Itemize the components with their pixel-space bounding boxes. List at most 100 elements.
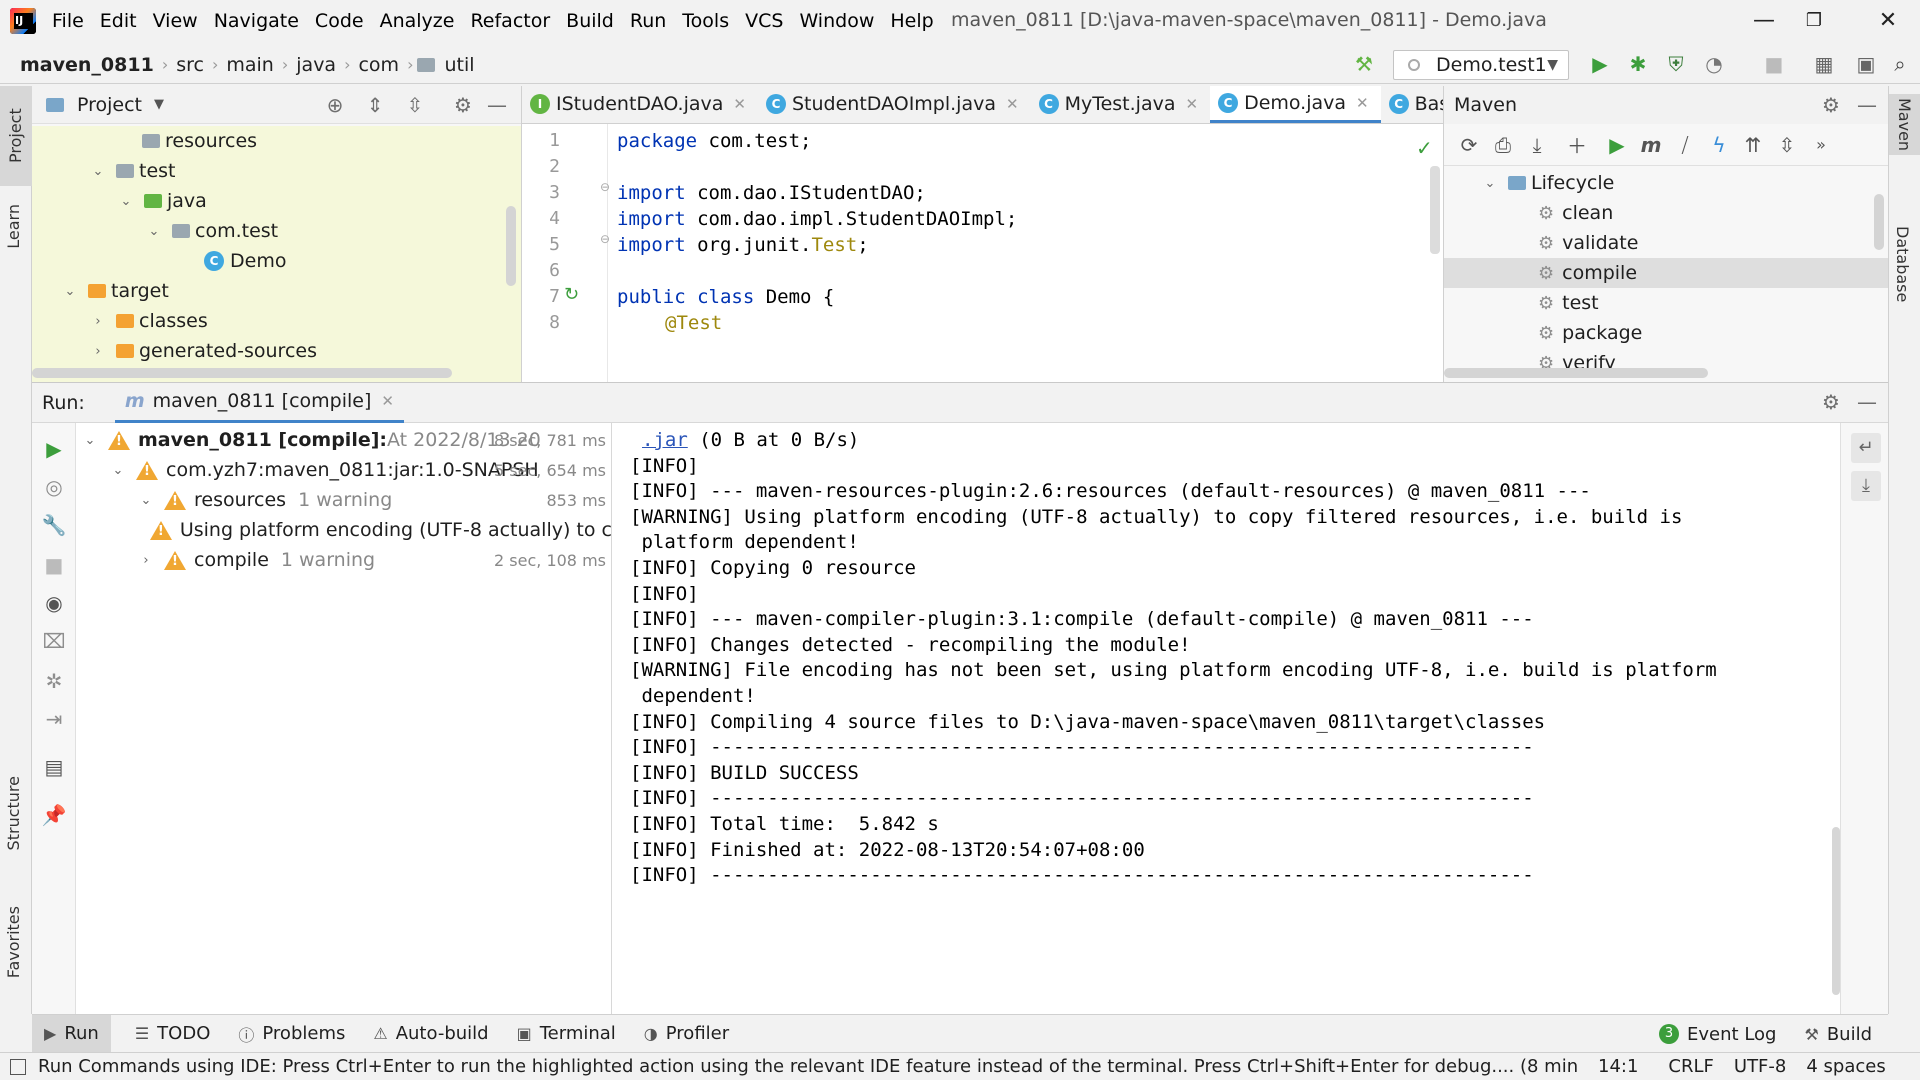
collapse-all-icon[interactable]: ⇳ xyxy=(406,93,424,117)
tab-istudentdao[interactable]: I IStudentDAO.java ✕ xyxy=(522,86,758,123)
soft-wrap-icon[interactable]: ↵ xyxy=(1851,433,1881,463)
toggle-tool-windows-icon[interactable] xyxy=(10,1058,26,1075)
chevron-down-icon[interactable]: ⌄ xyxy=(1484,175,1496,191)
maven-lifecycle-node[interactable]: ⌄ Lifecycle xyxy=(1444,168,1888,198)
bottom-tab-auto-build[interactable]: ⚠ Auto-build xyxy=(373,1023,489,1044)
reload-icon[interactable]: ⟳ xyxy=(1460,132,1478,157)
run-icon[interactable]: ▶ xyxy=(1592,52,1608,76)
close-icon[interactable]: ✕ xyxy=(1356,93,1369,112)
bottom-tab-profiler[interactable]: ◑ Profiler xyxy=(643,1023,730,1044)
build-module-node[interactable]: ⌄ com.yzh7:maven_0811:jar:1.0-SNAPSH 5 s… xyxy=(76,455,612,485)
menu-run[interactable]: Run xyxy=(629,10,667,32)
toggle-offline-icon[interactable]: ⧸ xyxy=(1681,132,1689,157)
tree-item-resources[interactable]: resources xyxy=(32,126,521,156)
run-tab-maven-compile[interactable]: m maven_0811 [compile] ✕ xyxy=(114,383,404,423)
generate-sources-icon[interactable]: ⎙ xyxy=(1495,132,1511,157)
menu-help[interactable]: Help xyxy=(890,10,934,32)
menu-refactor[interactable]: Refactor xyxy=(470,10,551,32)
close-icon[interactable]: ✕ xyxy=(381,392,394,410)
tab-mytest[interactable]: C MyTest.java ✕ xyxy=(1031,86,1210,123)
gear-icon[interactable]: ⚙ xyxy=(1822,390,1840,414)
tree-item-generated-sources[interactable]: › generated-sources xyxy=(32,336,521,366)
eye-icon[interactable]: ◉ xyxy=(45,591,63,615)
download-icon[interactable]: ⤓ xyxy=(1532,132,1542,157)
wrench-icon[interactable]: 🔧 xyxy=(41,513,67,537)
menu-build[interactable]: Build xyxy=(566,10,614,32)
tab-demo[interactable]: C Demo.java ✕ xyxy=(1210,86,1381,123)
debug-settings-icon[interactable]: ✲ xyxy=(45,669,63,693)
bottom-tab-todo[interactable]: ☰ TODO xyxy=(134,1023,211,1044)
tool-tab-maven[interactable]: Maven xyxy=(1889,94,1920,156)
console-scrollbar[interactable] xyxy=(1832,827,1840,995)
indent-setting[interactable]: 4 spaces xyxy=(1806,1056,1886,1077)
tree-item-test[interactable]: ⌄ test xyxy=(32,156,521,186)
run-configuration-select[interactable]: Demo.test1 ▼ xyxy=(1393,50,1569,80)
login-icon[interactable]: ⇥ xyxy=(45,707,63,731)
code-line-4[interactable]: import com.dao.impl.StudentDAOImpl; xyxy=(617,208,1018,230)
breadcrumb-java[interactable]: java xyxy=(296,53,337,76)
hide-icon[interactable]: — xyxy=(487,93,507,117)
maven-goal-package[interactable]: ⚙ package xyxy=(1444,318,1888,348)
code-line-8[interactable]: @Test xyxy=(665,312,723,334)
gear-icon[interactable]: ⚙ xyxy=(454,93,472,117)
chevron-right-icon[interactable]: › xyxy=(95,343,101,359)
bottom-tab-event-log[interactable]: 3 Event Log xyxy=(1659,1024,1776,1045)
bottom-tab-build[interactable]: ⚒ Build xyxy=(1804,1023,1872,1045)
close-icon[interactable]: ✕ xyxy=(1006,95,1019,113)
maven-goal-test[interactable]: ⚙ test xyxy=(1444,288,1888,318)
status-message[interactable]: Run Commands using IDE: Press Ctrl+Enter… xyxy=(38,1056,1578,1077)
tree-item-classes[interactable]: › classes xyxy=(32,306,521,336)
toggle-view-icon[interactable]: ◎ xyxy=(45,475,63,499)
inspection-ok-icon[interactable]: ✓ xyxy=(1416,136,1433,160)
code-line-7[interactable]: public class Demo { xyxy=(617,286,835,308)
chevron-down-icon[interactable]: ⌄ xyxy=(64,283,76,299)
tool-tab-structure[interactable]: Structure xyxy=(4,776,23,851)
show-dependencies-icon[interactable]: ⇈ xyxy=(1744,132,1762,157)
run-test-gutter-icon[interactable]: ↻ xyxy=(564,284,580,305)
menu-file[interactable]: File xyxy=(52,10,84,32)
maven-goal-validate[interactable]: ⚙ validate xyxy=(1444,228,1888,258)
tree-item-target[interactable]: ⌄ target xyxy=(32,276,521,306)
code-line-3[interactable]: import com.dao.IStudentDAO; xyxy=(617,182,926,204)
console-link[interactable]: .jar xyxy=(642,429,688,451)
tool-tab-favorites[interactable]: Favorites xyxy=(4,906,23,979)
gear-icon[interactable]: ⚙ xyxy=(1822,93,1840,117)
menu-analyze[interactable]: Analyze xyxy=(379,10,455,32)
vertical-scrollbar[interactable] xyxy=(1874,194,1884,250)
camera-icon[interactable]: ⌧ xyxy=(42,629,66,653)
minimize-button[interactable]: — xyxy=(1753,8,1775,33)
breadcrumb-com[interactable]: com xyxy=(358,53,400,76)
breadcrumb-src[interactable]: src xyxy=(176,53,204,76)
project-structure-icon[interactable]: ▦ xyxy=(1814,52,1834,76)
bottom-tab-terminal[interactable]: ▣ Terminal xyxy=(516,1023,616,1044)
locate-icon[interactable]: ⊕ xyxy=(326,93,344,117)
search-icon[interactable]: ⌕ xyxy=(1894,52,1906,76)
skip-tests-icon[interactable]: ϟ xyxy=(1712,132,1726,157)
chevron-down-icon[interactable]: ▼ xyxy=(154,97,165,112)
rerun-icon[interactable]: ▶ xyxy=(46,437,62,461)
tool-tab-learn[interactable]: Learn xyxy=(4,204,23,249)
build-compile-node[interactable]: › compile 1 warning 2 sec, 108 ms xyxy=(76,545,612,575)
hide-icon[interactable]: — xyxy=(1857,390,1877,414)
code-line-5[interactable]: import org.junit.Test; xyxy=(617,234,869,256)
menu-edit[interactable]: Edit xyxy=(99,10,137,32)
fold-icon[interactable]: ⊖ xyxy=(600,232,611,246)
pin-icon[interactable]: 📌 xyxy=(41,803,67,827)
collapse-all-icon[interactable]: ⇳ xyxy=(1778,132,1796,157)
maven-goal-compile[interactable]: ⚙ compile xyxy=(1444,258,1888,288)
stop-icon[interactable]: ■ xyxy=(1764,52,1784,76)
build-root-node[interactable]: ⌄ maven_0811 [compile]: At 2022/8/13 20 … xyxy=(76,425,612,455)
profile-icon[interactable]: ◔ xyxy=(1705,52,1723,76)
bottom-tab-run[interactable]: ▶ Run xyxy=(32,1014,111,1053)
breadcrumb-project[interactable]: maven_0811 xyxy=(20,53,154,76)
breadcrumb-main[interactable]: main xyxy=(226,53,274,76)
chevron-down-icon[interactable]: ⌄ xyxy=(112,462,124,478)
vertical-scrollbar[interactable] xyxy=(506,206,516,286)
horizontal-scrollbar[interactable] xyxy=(32,368,452,378)
debug-icon[interactable]: ✱ xyxy=(1629,52,1647,76)
close-icon[interactable]: ✕ xyxy=(733,95,746,113)
restore-button[interactable]: ❐ xyxy=(1805,10,1823,31)
chevron-down-icon[interactable]: ⌄ xyxy=(120,193,132,209)
layout-icon[interactable]: ▤ xyxy=(44,755,64,779)
line-separator[interactable]: CRLF xyxy=(1668,1056,1714,1077)
